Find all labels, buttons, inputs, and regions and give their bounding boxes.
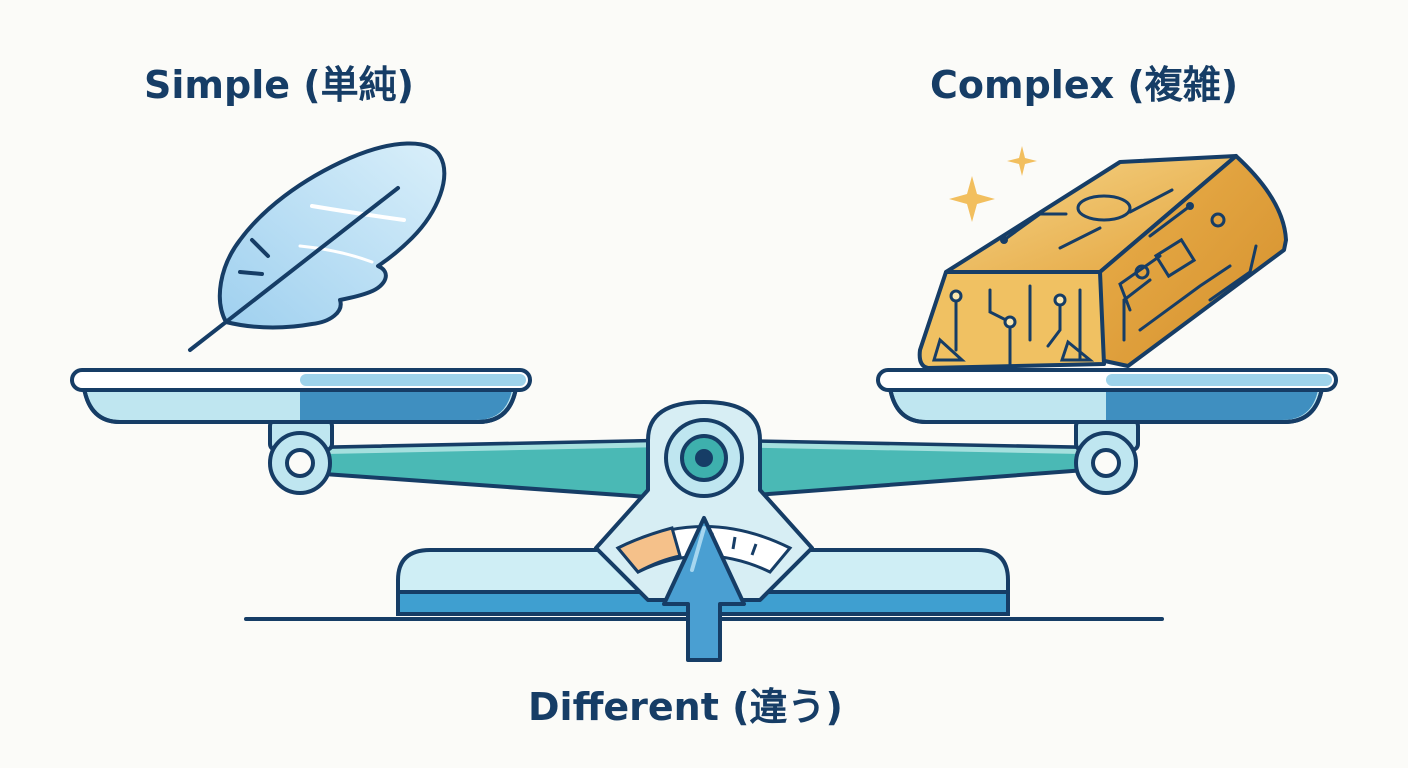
complex-label: Complex (複雑) xyxy=(930,63,1239,107)
feather-icon xyxy=(188,141,447,352)
sparkle-icon xyxy=(949,146,1037,222)
arrow-up-icon xyxy=(662,516,746,662)
left-pan xyxy=(70,368,532,424)
right-pan xyxy=(876,368,1338,424)
different-label: Different (違う) xyxy=(528,685,843,729)
circuit-gold-bar-icon xyxy=(917,154,1288,370)
pivot-dial xyxy=(594,400,814,602)
simple-label: Simple (単純) xyxy=(144,63,414,107)
left-hanger xyxy=(268,418,334,495)
right-hanger xyxy=(1074,418,1140,495)
